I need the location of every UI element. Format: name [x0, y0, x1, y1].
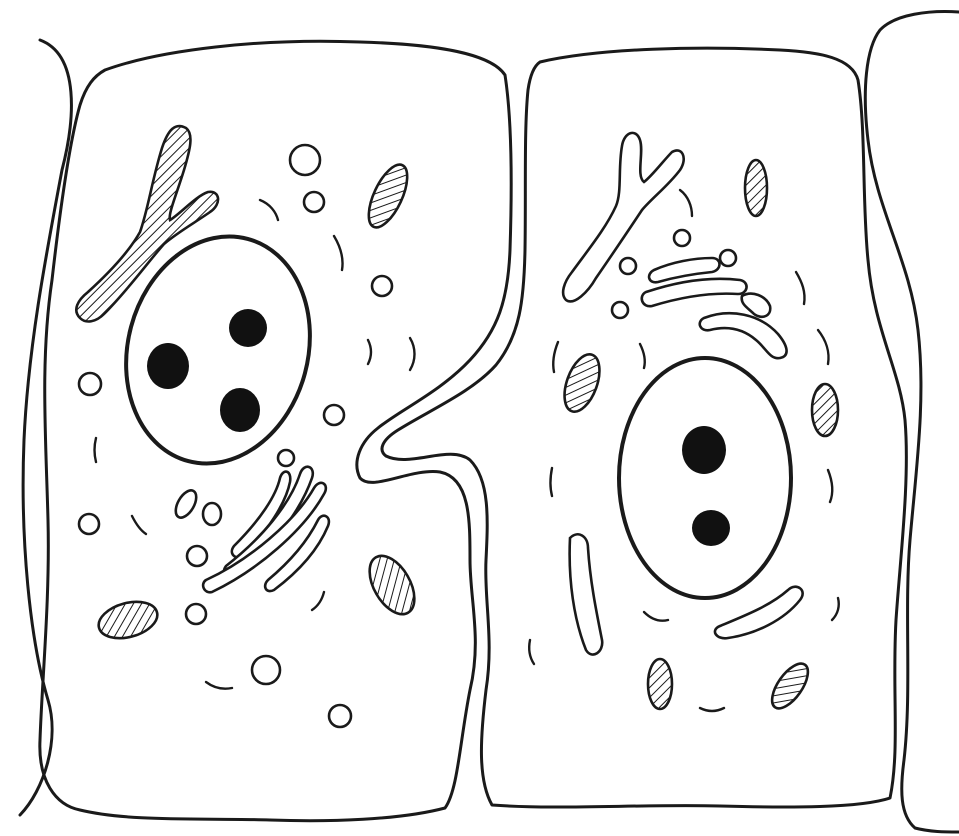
middle-er-fragment: [700, 708, 724, 711]
left-vesicle: [252, 656, 280, 684]
left-vesicle: [304, 192, 324, 212]
left-vesicle: [186, 604, 206, 624]
left-vesicle: [329, 705, 351, 727]
left-cell-contents: [76, 126, 423, 727]
left-er-fragment: [260, 200, 278, 220]
left-er-fragment: [312, 592, 324, 610]
middle-er-fragment: [818, 330, 829, 364]
left-er-fragment: [206, 682, 232, 689]
left-golgi-apparatus: [203, 467, 329, 593]
middle-vesicle: [620, 258, 636, 274]
left-mitochondrion-3: [360, 548, 423, 621]
left-mitochondrion-2: [95, 596, 162, 644]
middle-er-fragment: [680, 190, 692, 216]
left-vesicle: [79, 514, 99, 534]
middle-er-fragment: [828, 470, 832, 502]
middle-er-fragment: [640, 344, 645, 368]
middle-er-fragment: [796, 272, 805, 304]
left-small-vesicle: [203, 503, 221, 525]
middle-er-fragment: [644, 612, 668, 621]
left-nucleolus-1: [229, 309, 267, 347]
left-er-fragment: [410, 338, 415, 370]
left-vesicle: [187, 546, 207, 566]
middle-mitochondrion-2: [558, 350, 607, 417]
middle-vesicle: [612, 302, 628, 318]
middle-er-fragment: [551, 468, 553, 496]
middle-cell-contents: [529, 133, 839, 714]
left-er-fragment: [95, 438, 97, 462]
left-er-fragment: [334, 236, 343, 270]
left-mitochondrion-1: [361, 159, 415, 232]
left-vesicle: [79, 373, 101, 395]
middle-er-fragment: [832, 598, 839, 620]
left-er-fragment: [368, 340, 371, 364]
middle-vesicle: [674, 230, 690, 246]
left-vesicle: [324, 405, 344, 425]
middle-nucleus: [619, 358, 791, 598]
middle-er-fragment: [529, 640, 534, 664]
middle-mitochondrion-5: [765, 658, 814, 714]
middle-vesicle: [720, 250, 736, 266]
middle-golgi-apparatus: [642, 258, 787, 358]
left-er-fragment: [132, 516, 146, 534]
left-vesicle: [278, 450, 294, 466]
left-vesicle: [372, 276, 392, 296]
middle-nucleolus-2: [692, 510, 730, 546]
left-small-vesicle: [172, 487, 201, 521]
left-vesicle: [290, 145, 320, 175]
middle-er-fragment: [553, 342, 558, 372]
middle-tubular-er: [570, 534, 603, 654]
left-nucleolus-2: [147, 343, 189, 389]
middle-mitochondrion-4: [648, 659, 672, 709]
right-cell-membrane: [865, 12, 959, 832]
middle-nucleolus-1: [682, 426, 726, 474]
middle-mitochondrion-3: [812, 384, 838, 436]
left-nucleolus-3: [220, 388, 260, 432]
middle-mitochondrion-1: [745, 160, 767, 216]
